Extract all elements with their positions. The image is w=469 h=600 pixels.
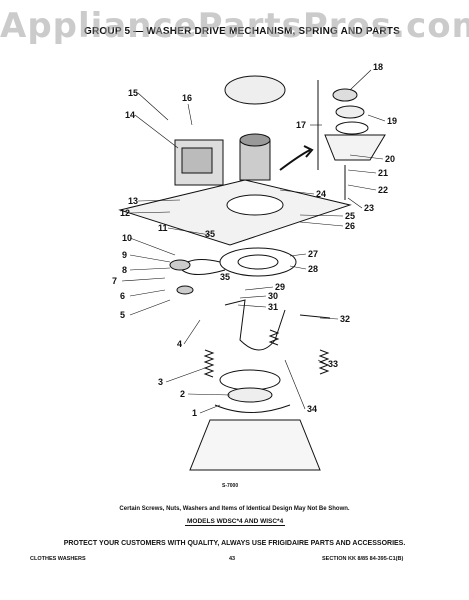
callout-20: 20 [385, 154, 395, 164]
callout-9: 9 [122, 250, 127, 260]
models-label: MODELS WDSC*4 AND WISC*4 [185, 518, 286, 526]
callout-34: 34 [307, 404, 317, 414]
leader-lines [121, 69, 386, 414]
callout-2: 2 [180, 389, 185, 399]
footer-page-number: 43 [229, 556, 236, 562]
callout-18: 18 [373, 62, 383, 72]
callout-6: 6 [120, 291, 125, 301]
callout-35-lower: 35 [220, 272, 230, 282]
callout-35: 35 [205, 229, 215, 239]
callout-labels: 1 2 3 4 5 6 7 8 9 10 11 12 13 14 15 16 1… [112, 62, 397, 418]
callout-15: 15 [128, 88, 138, 98]
callout-16: 16 [182, 93, 192, 103]
callout-12: 12 [120, 208, 130, 218]
spring-left [203, 349, 215, 378]
callout-33: 33 [328, 359, 338, 369]
transmission [239, 139, 271, 181]
exploded-parts-diagram: 1 2 3 4 5 6 7 8 9 10 11 12 13 14 15 16 1… [112, 62, 397, 471]
callout-3: 3 [158, 377, 163, 387]
spring-right [318, 349, 330, 375]
callout-26: 26 [345, 221, 355, 231]
lower-pulley [219, 369, 281, 391]
callout-24: 24 [316, 189, 326, 199]
footer-section: SECTION KK 8/85 84-395-C1(B) [322, 556, 404, 562]
callout-14: 14 [125, 110, 135, 120]
callout-28: 28 [308, 264, 318, 274]
tub-hub [224, 75, 286, 105]
callout-7: 7 [112, 276, 117, 286]
callout-5: 5 [120, 310, 125, 320]
callout-1: 1 [192, 408, 197, 418]
callout-22: 22 [378, 185, 388, 195]
callout-29: 29 [275, 282, 285, 292]
callout-25: 25 [345, 211, 355, 221]
callout-17: 17 [296, 120, 306, 130]
callout-31: 31 [268, 302, 278, 312]
footer-category: CLOTHES WASHERS [30, 556, 86, 562]
callout-23: 23 [364, 203, 374, 213]
callout-32: 32 [340, 314, 350, 324]
callout-30: 30 [268, 291, 278, 301]
protect-banner: PROTECT YOUR CUSTOMERS WITH QUALITY, ALW… [63, 540, 406, 547]
callout-4: 4 [177, 339, 182, 349]
disclaimer-note: Certain Screws, Nuts, Washers and Items … [119, 506, 350, 512]
drive-pulley [219, 247, 297, 277]
callout-21: 21 [378, 168, 388, 178]
callout-10: 10 [122, 233, 132, 243]
callout-8: 8 [122, 265, 127, 275]
callout-27: 27 [308, 249, 318, 259]
callout-13: 13 [128, 196, 138, 206]
callout-19: 19 [387, 116, 397, 126]
page-title: GROUP 5 — WASHER DRIVE MECHANISM, SPRING… [84, 26, 400, 37]
base-floor [189, 419, 321, 471]
callout-11: 11 [158, 223, 168, 233]
drawing-code: S-7000 [222, 483, 239, 489]
